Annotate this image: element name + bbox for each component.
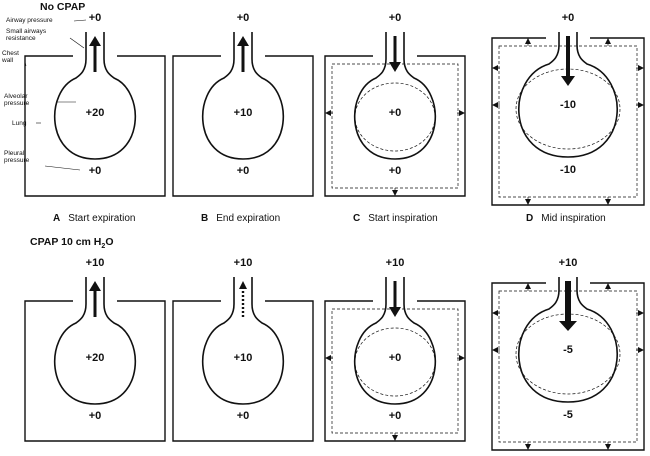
annotation-labels [24, 19, 87, 171]
lung-outline [518, 32, 618, 158]
airway-pressure-value: +0 [237, 12, 250, 24]
lung-outline [201, 32, 285, 160]
lung-outline [53, 32, 137, 160]
panel-g: +10+0+0GStart inspiration [324, 257, 466, 442]
label-pleural-2: pressure [4, 157, 30, 164]
chest-wall-expanded [498, 290, 638, 443]
alveolar-pressure-value: -5 [563, 344, 573, 356]
chest-wall [24, 55, 166, 197]
panel-caption: B End expiration [201, 213, 280, 224]
lung-prior-volume [354, 82, 436, 152]
airflow-arrowhead [389, 307, 401, 317]
airway-pressure-value: +10 [559, 257, 578, 269]
label-pleural-1: Pleural [4, 150, 25, 157]
heading-cpap: CPAP 10 cm H2O [30, 236, 113, 250]
alveolar-pressure-value: +20 [86, 107, 105, 119]
panel-h: +10-5-5HMid inspiration [491, 257, 645, 451]
panel-e: +10+20+0EStart expiration [24, 257, 166, 442]
airflow-arrowhead [239, 281, 247, 289]
chest-wall [172, 55, 314, 197]
airway-pressure-value: +10 [86, 257, 105, 269]
panel-c: +0 +0 +0C Start inspiration [324, 12, 466, 224]
pleural-pressure-value: +0 [89, 410, 102, 422]
pleural-pressure-value: +0 [389, 410, 402, 422]
panel-caption: A Start expiration [53, 213, 136, 224]
airflow-arrowhead [389, 62, 401, 72]
airflow-arrowhead [89, 281, 101, 291]
label-lung: Lung [12, 120, 27, 127]
alveolar-pressure-value: +0 [389, 352, 402, 364]
airflow-arrowhead [237, 36, 249, 46]
chest-wall [491, 37, 645, 206]
panel-letter: D [526, 213, 533, 224]
chest-wall [491, 282, 645, 451]
alveolar-pressure-value: +10 [234, 107, 253, 119]
lung-outline [518, 277, 618, 403]
pleural-pressure-value: +0 [237, 410, 250, 422]
airway-pressure-value: +10 [386, 257, 405, 269]
panel-letter: C [353, 213, 360, 224]
pleural-pressure-value: +0 [237, 165, 250, 177]
alveolar-pressure-value: +10 [234, 352, 253, 364]
airflow-arrowhead [559, 321, 577, 331]
label-chest-wall-1: Chest [2, 50, 19, 57]
panel-caption-text: Mid inspiration [541, 213, 605, 224]
alveolar-pressure-value: +0 [389, 107, 402, 119]
label-small-airways-1: Small airways [6, 28, 47, 35]
airflow-arrowhead [89, 36, 101, 46]
chest-wall [324, 55, 466, 197]
airway-pressure-value: +0 [389, 12, 402, 24]
airway-pressure-value: +0 [562, 12, 575, 24]
label-airway-pressure: Airway pressure [6, 17, 53, 24]
panel-caption-text: Start expiration [68, 213, 135, 224]
label-alveolar-1: Alveolar [4, 93, 28, 100]
panel-letter: A [53, 213, 60, 224]
airflow-arrowhead [561, 76, 575, 86]
airway-pressure-value: +10 [234, 257, 253, 269]
label-small-airways-2: resistance [6, 35, 36, 42]
panel-letter: B [201, 213, 208, 224]
pleural-pressure-value: +0 [389, 165, 402, 177]
panel-caption-text: End expiration [216, 213, 280, 224]
lung-outline [201, 277, 285, 405]
chest-wall [24, 300, 166, 442]
label-alveolar-2: pressure [4, 100, 30, 107]
pleural-pressure-value: -5 [563, 409, 573, 421]
panel-a: +0 +20 +0A Start expiration [24, 12, 166, 224]
pleural-pressure-value: +0 [89, 165, 102, 177]
alveolar-pressure-value: +20 [86, 352, 105, 364]
lung-outline [353, 277, 437, 405]
panel-caption-text: Start inspiration [368, 213, 437, 224]
chest-wall-expanded [498, 45, 638, 198]
panel-caption: C Start inspiration [353, 213, 438, 224]
lung-prior-volume [354, 327, 436, 397]
heading-no-cpap: No CPAP [40, 1, 85, 13]
chest-wall [324, 300, 466, 442]
alveolar-pressure-value: -10 [560, 99, 576, 111]
panel-caption: D Mid inspiration [526, 213, 606, 224]
panel-d: +0 -10 -10D Mid inspiration [491, 12, 645, 224]
panel-b: +0 +10 +0B End expiration [172, 12, 314, 224]
chest-wall [172, 300, 314, 442]
label-chest-wall-2: wall [1, 57, 14, 64]
pleural-pressure-value: -10 [560, 164, 576, 176]
panel-f: +10+10+0FEnd expiration [172, 257, 314, 442]
airway-pressure-value: +0 [89, 12, 102, 24]
lung-outline [353, 32, 437, 160]
lung-outline [53, 277, 137, 405]
